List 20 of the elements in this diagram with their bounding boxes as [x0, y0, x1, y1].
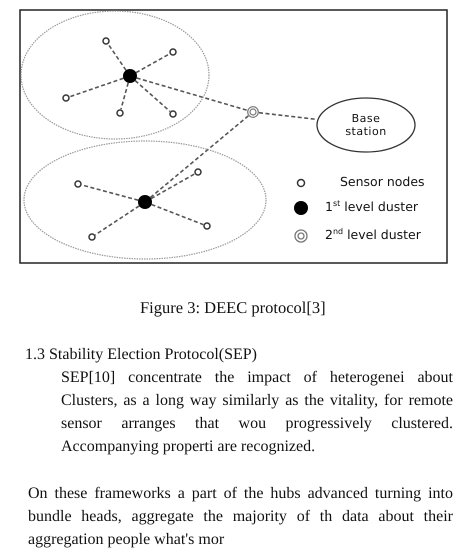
paragraph: On these frameworks a part of the hubs advanced turning into bundle heads, aggregate the majority of th data about their aggregation people what's mor	[28, 484, 453, 549]
dashed-connector	[150, 173, 195, 200]
node-label: Base station	[344, 112, 388, 138]
dashed-connector	[94, 205, 140, 236]
dashed-connector	[151, 204, 204, 226]
dashed-connector	[136, 77, 248, 112]
dashed-connector	[82, 184, 138, 201]
dashed-connector	[70, 78, 124, 98]
dashed-connector	[258, 112, 318, 120]
dashed-connector	[136, 53, 170, 74]
section-heading: 1.3 Stability Election Protocol(SEP)	[25, 345, 258, 365]
dashed-connector	[108, 44, 127, 71]
paragraph: SEP[10] concentrate the impact of heterogenei about Clusters, as a long way similarly as the vitality, for remote sensor arranges that wou progressively clustered. Accompanying properti are recognized.	[61, 368, 453, 457]
dashed-connector	[150, 115, 249, 198]
legend-text: 2$^{nd}$ level duster	[325, 227, 421, 242]
legend-text: 1$^{st}$ level duster	[325, 199, 418, 214]
dashed-connector	[134, 80, 171, 112]
figure-caption: Figure 3: DEEC protocol[3]	[140, 298, 326, 318]
dashed-connector	[120, 82, 129, 110]
legend-text: Sensor nodes	[340, 174, 425, 189]
